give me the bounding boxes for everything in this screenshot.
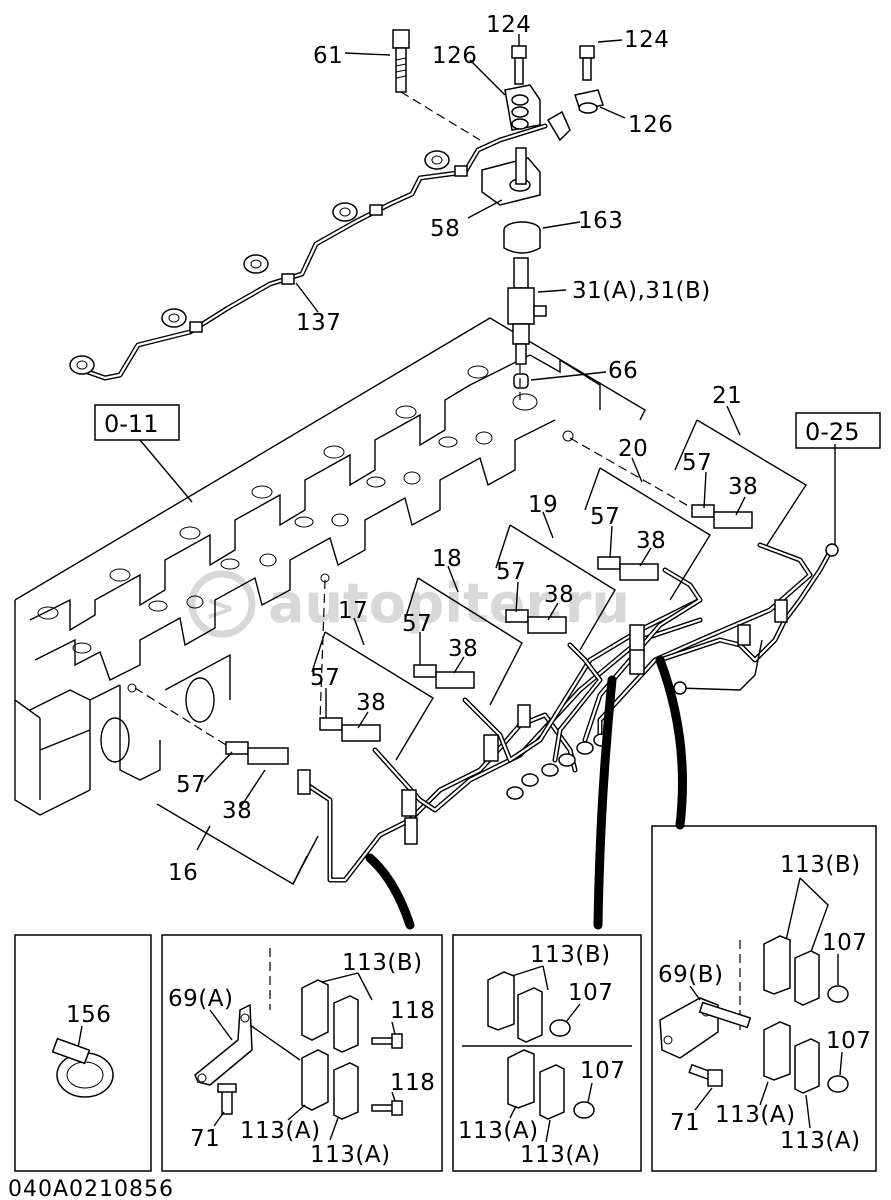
reference-0-25-text: 0-25	[805, 418, 859, 446]
label-57-pipe19: 57	[496, 559, 526, 585]
label-71-box2: 71	[190, 1126, 220, 1152]
label-126-right: 126	[628, 112, 673, 138]
label-113b-box2: 113(B)	[342, 950, 423, 976]
reference-0-11[interactable]: 0-11	[94, 404, 180, 441]
label-163: 163	[578, 208, 623, 234]
label-113a-box3-right: 113(A)	[520, 1142, 601, 1168]
label-113a-box2-left: 113(A)	[240, 1118, 321, 1144]
label-38-pipe17: 38	[356, 690, 386, 716]
label-61: 61	[313, 43, 343, 69]
label-107-box4-upper: 107	[822, 930, 867, 956]
injection-pipes	[134, 437, 839, 1030]
label-31: 31(A),31(B)	[572, 278, 711, 304]
label-113a-box4-right: 113(A)	[780, 1128, 861, 1154]
detail-box-156: 156	[14, 934, 152, 1172]
label-113a-box2-right: 113(A)	[310, 1142, 391, 1168]
label-38-pipe18: 38	[448, 636, 478, 662]
label-113a-box4-left: 113(A)	[715, 1102, 796, 1128]
label-113b-box4: 113(B)	[780, 852, 861, 878]
label-17: 17	[338, 598, 368, 624]
label-20: 20	[618, 436, 648, 462]
label-38-pipe16: 38	[222, 798, 252, 824]
label-124-right: 124	[624, 27, 669, 53]
watermark-text: autopiter.ru	[268, 572, 630, 635]
svg-text:>: >	[205, 588, 235, 629]
label-113a-box3-left: 113(A)	[458, 1118, 539, 1144]
label-19: 19	[528, 492, 558, 518]
label-107-box4-lower: 107	[826, 1028, 871, 1054]
label-57-pipe21: 57	[682, 450, 712, 476]
label-118-lower: 118	[390, 1070, 435, 1096]
label-71-box4: 71	[670, 1110, 700, 1136]
label-57-pipe20: 57	[590, 504, 620, 530]
callout-labels: 61 124 124 126 126 58 163 31(A),31(B) 13…	[168, 12, 758, 886]
detail-callouts	[365, 655, 687, 930]
reference-0-11-text: 0-11	[104, 410, 158, 438]
label-57-pipe18: 57	[402, 611, 432, 637]
drawing-code: 040A0210856	[8, 1177, 174, 1200]
label-58: 58	[430, 216, 460, 242]
leader-lines	[139, 405, 836, 885]
label-69a: 69(A)	[168, 986, 233, 1012]
label-113b-box3: 113(B)	[530, 942, 611, 968]
label-38-pipe19: 38	[544, 582, 574, 608]
label-18: 18	[432, 546, 462, 572]
injector-assembly	[69, 29, 626, 400]
label-126-left: 126	[432, 43, 477, 69]
label-38-pipe20: 38	[636, 528, 666, 554]
label-66: 66	[608, 358, 638, 384]
label-107-box3-upper: 107	[568, 980, 613, 1006]
label-137: 137	[296, 310, 341, 336]
detail-box-bracket-a: 113(B) 69(A) 118 118 71 113(A) 113(A)	[161, 934, 443, 1172]
label-69b: 69(B)	[658, 962, 724, 988]
label-124-left: 124	[486, 12, 531, 38]
label-16: 16	[168, 860, 198, 886]
watermark: > autopiter.ru	[188, 570, 630, 638]
label-57-pipe16: 57	[176, 772, 206, 798]
label-57-pipe17: 57	[310, 665, 340, 691]
reference-0-25[interactable]: 0-25	[795, 412, 881, 449]
label-38-pipe21: 38	[728, 474, 758, 500]
detail-box-clamp-a: 113(B) 107 107 113(A) 113(A)	[452, 934, 642, 1172]
label-21: 21	[712, 383, 742, 409]
label-156: 156	[66, 1002, 111, 1028]
detail-box-bracket-b: 113(B) 107 107 69(B) 71 113(A) 113(A)	[651, 825, 877, 1172]
cylinder-head	[14, 317, 646, 816]
label-107-box3-lower: 107	[580, 1058, 625, 1084]
label-118-upper: 118	[390, 998, 435, 1024]
